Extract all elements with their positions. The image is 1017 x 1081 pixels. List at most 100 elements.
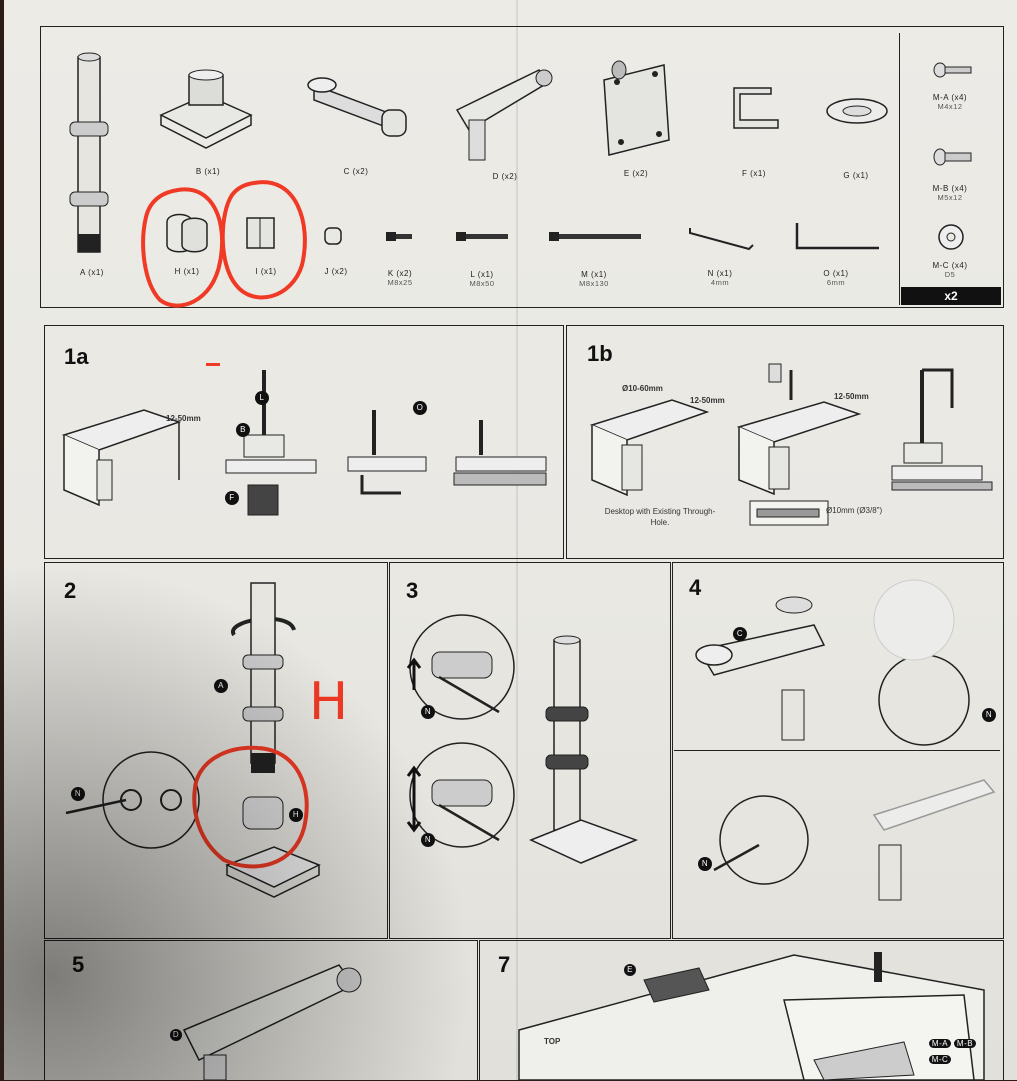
callout-a: A	[218, 681, 224, 690]
step-4-divider	[674, 750, 1000, 751]
step-4-panel	[672, 562, 1004, 939]
step-5-arm-drawing	[182, 964, 362, 1081]
part-n-hex-key-drawing	[689, 228, 754, 251]
part-label-e: E (x2)	[623, 169, 649, 178]
part-d-tilt-arm-drawing	[455, 69, 553, 161]
step-1b-hole-size: Ø10-60mm	[622, 384, 663, 393]
callout-circles-4	[698, 627, 996, 871]
callout-o: O	[416, 403, 424, 412]
red-marker-dash	[206, 363, 220, 366]
callout-circle-5	[170, 1029, 182, 1041]
step-1b-desk-a-drawing	[589, 399, 710, 497]
part-label-g: G (x1)	[843, 171, 869, 180]
instruction-sheet: A (x1) B (x1) C (x2) D (x2) E (x2) F (x1…	[4, 0, 1017, 1081]
step-1b-drill-bit-drawing	[749, 500, 829, 526]
part-label-f: F (x1)	[742, 169, 766, 178]
part-label-d: D (x2)	[492, 172, 518, 181]
callout-n-step3-top: N	[424, 707, 432, 716]
part-label-a: A (x1)	[80, 268, 104, 277]
part-e-vesa-plate-drawing	[603, 60, 670, 156]
callout-m-a: M-A	[929, 1039, 951, 1048]
step-1a-thickness: 12-50mm	[166, 414, 201, 423]
step-1a-clamp-sequence-drawing	[225, 370, 547, 516]
step-3-number: 3	[406, 578, 419, 603]
hardware-label-m-c: M-C (x4)D5	[932, 261, 968, 279]
part-label-h: H (x1)	[174, 267, 200, 276]
step-2-panel	[44, 562, 388, 939]
part-label-n: N (x1)4mm	[707, 269, 733, 287]
step-7-panel	[479, 940, 1004, 1081]
part-label-l: L (x1)M8x50	[469, 270, 495, 288]
step-1b-panel	[566, 325, 1004, 559]
part-g-washer-drawing	[826, 98, 888, 124]
red-marker-letter-annotation: H	[309, 672, 349, 732]
callout-n-step3-bottom: N	[424, 835, 432, 844]
screw-m-a-drawing	[933, 62, 972, 78]
callout-b: B	[240, 425, 246, 434]
hardware-label-m-a: M-A (x4)M4x12	[932, 93, 968, 111]
part-label-c: C (x2)	[343, 167, 369, 176]
parts-list-panel	[40, 26, 1004, 308]
callout-d: D	[172, 1030, 180, 1039]
callout-n-step4-bottom: N	[701, 859, 709, 868]
step-1a-panel	[44, 325, 564, 559]
part-h-collar-drawing	[166, 213, 208, 253]
callout-circles-2	[71, 679, 303, 822]
step-2-detail-circle	[65, 751, 200, 849]
part-b-base-drawing	[159, 69, 253, 149]
screw-m-b-drawing	[933, 148, 972, 166]
part-label-m: M (x1)M8x130	[579, 270, 609, 288]
hardware-label-m-b: M-B (x4)M5x12	[932, 184, 968, 202]
step-7-top-label: TOP	[544, 1037, 561, 1046]
red-marker-circle-step2	[192, 745, 309, 869]
step-1a-desk-drawing	[61, 409, 182, 507]
part-l-bolt-drawing	[456, 232, 508, 241]
step-4-number: 4	[689, 575, 702, 600]
washer-m-c-drawing	[938, 224, 964, 250]
step-7-monitor-drawing	[518, 952, 985, 1081]
red-marker-circle-h	[141, 187, 225, 308]
paper-fold	[516, 0, 518, 1080]
part-label-b: B (x1)	[195, 167, 221, 176]
hardware-multiplier: x2	[901, 287, 1001, 305]
callout-c: C	[736, 629, 744, 638]
hardware-panel	[899, 33, 1003, 305]
part-label-j: J (x2)	[324, 267, 348, 276]
red-marker-circle-i	[220, 180, 307, 300]
step-4-arm-drawing	[695, 579, 970, 746]
part-label-i: I (x1)	[255, 267, 277, 276]
step-4-arm-lower-drawing	[713, 779, 996, 901]
callout-l: L	[259, 393, 265, 402]
step-1a-number: 1a	[64, 344, 89, 369]
part-i-sleeve-drawing	[246, 217, 275, 249]
callout-circles-3	[421, 705, 435, 847]
part-k-bolt-drawing	[386, 232, 412, 241]
part-j-spacer-drawing	[324, 227, 342, 245]
part-label-o: O (x1)6mm	[823, 269, 849, 287]
step-1b-desk-b-drawing	[736, 363, 862, 496]
step-3-panel	[389, 562, 671, 939]
callout-n-step4-top: N	[985, 710, 993, 719]
part-label-k: K (x2)M8x25	[387, 269, 413, 287]
callout-h: H	[292, 810, 300, 819]
step-3-detail-bottom	[406, 742, 515, 848]
callout-m-c: M-C	[929, 1055, 951, 1064]
part-f-clamp-drawing	[733, 87, 779, 129]
step-1b-drill-size: Ø10mm (Ø3/8")	[826, 506, 883, 515]
part-c-arm-drawing	[307, 77, 407, 137]
step-1b-thickness-a: 12-50mm	[690, 396, 725, 405]
callout-n-step2: N	[74, 789, 82, 798]
step-5-number: 5	[72, 952, 85, 977]
step-3-pole-drawing	[529, 635, 639, 864]
step-3-detail-top	[406, 614, 515, 720]
step-1b-number: 1b	[587, 341, 613, 366]
step-5-panel	[44, 940, 478, 1081]
part-a-pole-drawing	[69, 52, 109, 253]
part-o-hex-key-drawing	[795, 223, 879, 250]
step-1b-clamp-drawing	[891, 368, 993, 491]
step-1b-existing-hole-note: Desktop with Existing Through-Hole.	[604, 507, 716, 527]
step-1b-thickness-b: 12-50mm	[834, 392, 869, 401]
callout-e: E	[627, 965, 633, 974]
callout-circles-7	[624, 964, 636, 976]
step-7-number: 7	[498, 952, 511, 977]
